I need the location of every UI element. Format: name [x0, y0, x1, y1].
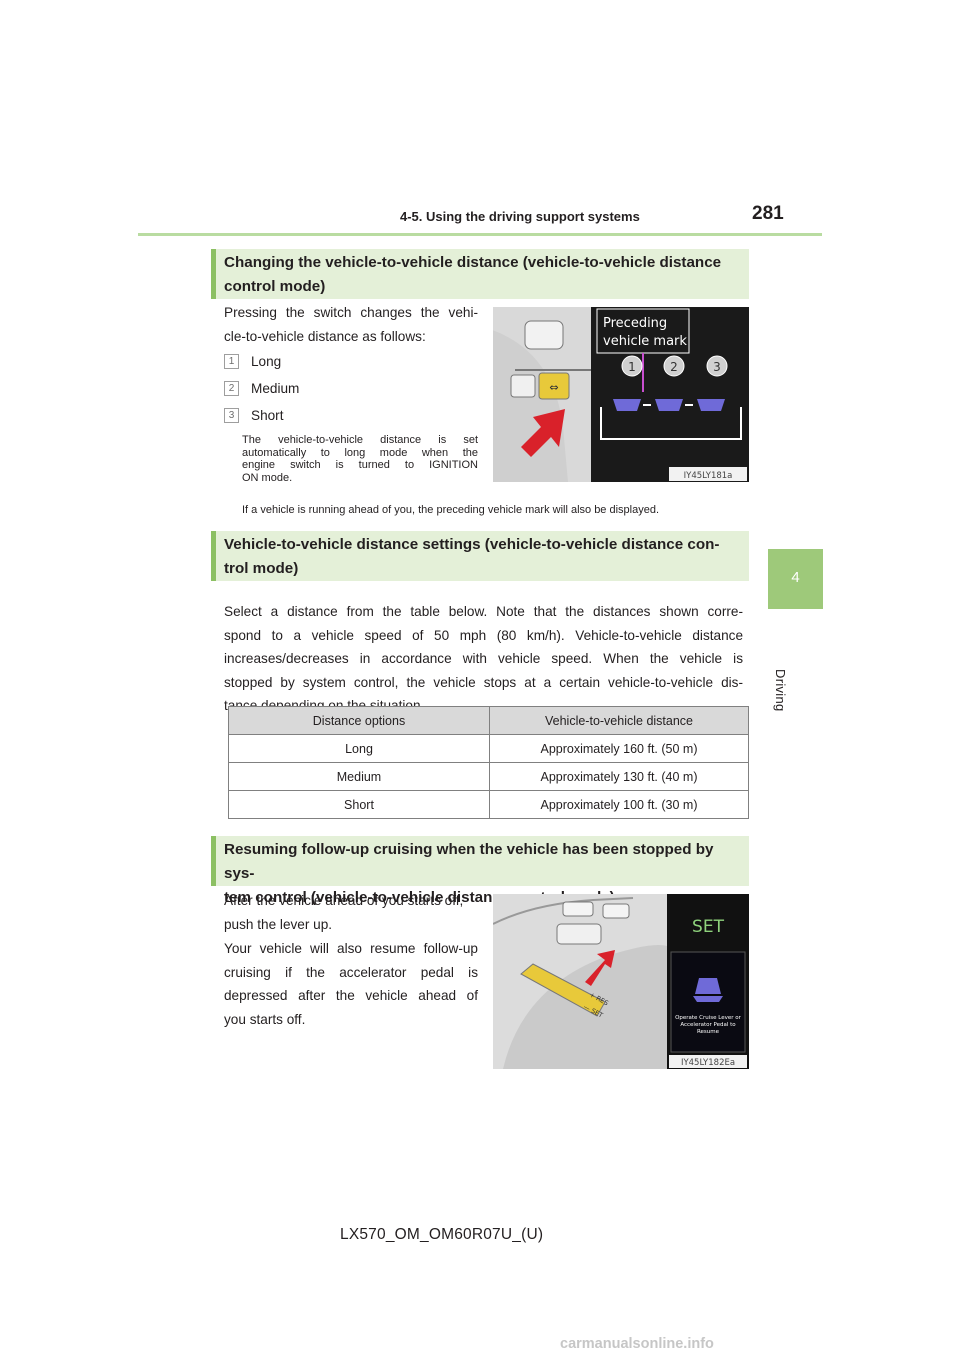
table-header-cell: Vehicle-to-vehicle distance [489, 706, 749, 735]
body-line: push the lever up. [224, 916, 333, 932]
table-cell: Approximately 100 ft. (30 m) [489, 790, 749, 819]
marker-number: 3 [713, 360, 721, 374]
watermark: carmanualsonline.info [560, 1336, 714, 1352]
red-arrow-icon [585, 950, 615, 986]
figure-code: IY45LY181a [684, 471, 733, 481]
body-line: Select a distance from the table below. … [224, 604, 743, 619]
screen-message-line: Operate Cruise Lever or [675, 1015, 742, 1021]
item-number-badge: 3 [224, 408, 239, 423]
distance-table: Distance options Vehicle-to-vehicle dist… [228, 706, 749, 819]
running-header-section: 4-5. Using the driving support systems [400, 209, 640, 224]
distance-bars-icon [613, 399, 725, 411]
note-line: The vehicle-to-vehicle distance is set [242, 434, 478, 446]
cruise-lever-figure: + RES — SET SET Operate Cruise Lever or … [493, 894, 749, 1069]
section-heading-line: control mode) [224, 278, 326, 295]
body-line: Your vehicle will also resume follow-up [224, 941, 478, 956]
section-heading-line: Vehicle-to-vehicle distance settings (ve… [224, 536, 720, 553]
screen-message-line: Accelerator Pedal to [680, 1022, 736, 1028]
marker-number: 2 [670, 360, 678, 374]
red-arrow-icon [521, 409, 565, 457]
list-item-label: Long [251, 354, 282, 369]
intro-line: Pressing the switch changes the vehi- [224, 305, 478, 320]
section-heading-line: Changing the vehicle-to-vehicle distance… [224, 254, 722, 271]
section-heading-distance-settings: Vehicle-to-vehicle distance settings (ve… [211, 531, 749, 581]
table-cell: Short [228, 790, 490, 819]
svg-text:⇔: ⇔ [549, 381, 558, 394]
body-line: increases/decreases in accordance with v… [224, 651, 743, 666]
table-cell: Long [228, 734, 490, 763]
body-line: you starts off. [224, 1011, 306, 1027]
table-header-cell: Distance options [228, 706, 490, 735]
note-line: engine switch is turned to IGNITION [242, 459, 478, 472]
table-cell: Medium [228, 762, 490, 791]
body-line: depressed after the vehicle ahead of [224, 988, 478, 1003]
item-number-badge: 1 [224, 354, 239, 369]
distance-settings-paragraph: Select a distance from the table below. … [224, 600, 743, 718]
section-heading-changing-distance: Changing the vehicle-to-vehicle distance… [211, 249, 749, 299]
note-line: ON mode. [242, 471, 293, 484]
list-item: 3 Short [224, 404, 299, 431]
section-heading-resume-cruising: Resuming follow-up cruising when the veh… [211, 836, 749, 906]
preceding-vehicle-callout: Preceding [603, 316, 667, 331]
table-cell: Approximately 160 ft. (50 m) [489, 734, 749, 763]
resume-paragraph-2: Your vehicle will also resume follow-up … [224, 937, 478, 1031]
intro-line: cle-to-vehicle distance as follows: [224, 328, 426, 344]
chapter-tab [768, 549, 823, 609]
table-row: Medium Approximately 130 ft. (40 m) [228, 762, 749, 791]
body-line: stopped by system control, the vehicle s… [224, 674, 743, 690]
distance-switch [538, 372, 570, 400]
list-item: 2 Medium [224, 377, 299, 404]
body-line: cruising if the accelerator pedal is [224, 964, 478, 980]
section-heading-line: trol mode) [224, 560, 299, 577]
section-heading-line: Resuming follow-up cruising when the veh… [224, 841, 714, 882]
table-row: Short Approximately 100 ft. (30 m) [228, 790, 749, 819]
chapter-tab-number: 4 [791, 569, 800, 586]
preceding-vehicle-callout: vehicle mark [603, 334, 687, 349]
cruise-lever [520, 963, 606, 1017]
body-line: spond to a vehicle speed of 50 mph (80 k… [224, 627, 743, 643]
chapter-tab-label-text: Driving [773, 669, 788, 712]
preceding-vehicle-note: If a vehicle is running ahead of you, th… [242, 504, 660, 516]
list-item: 1 Long [224, 350, 299, 377]
auto-long-mode-note: The vehicle-to-vehicle distance is set a… [242, 434, 478, 484]
table-row: Long Approximately 160 ft. (50 m) [228, 734, 749, 763]
table-cell: Approximately 130 ft. (40 m) [489, 762, 749, 791]
marker-number: 1 [628, 360, 636, 374]
resume-paragraph-1: After the vehicle ahead of you starts of… [224, 889, 478, 936]
chapter-tab-label: Driving [768, 625, 823, 712]
item-number-badge: 2 [224, 381, 239, 396]
set-indicator: SET [692, 917, 725, 937]
figure-code: IY45LY182Ea [681, 1058, 735, 1068]
distance-switch-figure: ⇔ Preceding vehicle mark 1 2 3 IY45LY181… [493, 307, 749, 482]
distance-list: 1 Long 2 Medium 3 Short [224, 350, 299, 431]
body-line: After the vehicle ahead of you starts of… [224, 893, 464, 908]
list-item-label: Medium [251, 381, 300, 396]
table-header-row: Distance options Vehicle-to-vehicle dist… [228, 706, 749, 735]
note-line: automatically to long mode when the [242, 446, 478, 459]
vehicle-ahead-icon [693, 978, 723, 1002]
header-rule [138, 233, 822, 236]
page-number: 281 [752, 203, 784, 224]
intro-paragraph: Pressing the switch changes the vehi- cl… [224, 301, 478, 348]
screen-message-line: Resume [697, 1029, 720, 1035]
document-code-footer: LX570_OM_OM60R07U_(U) [340, 1226, 544, 1243]
list-item-label: Short [251, 408, 284, 423]
